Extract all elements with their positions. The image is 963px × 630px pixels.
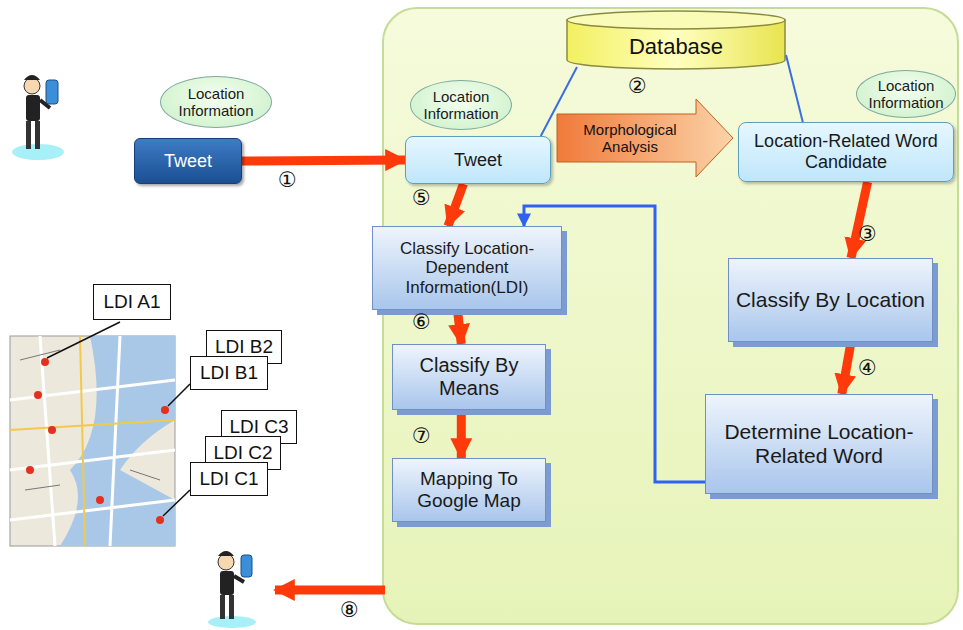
info-ellipse: Location Information	[160, 76, 272, 128]
info-ellipse: Location Information	[410, 80, 512, 130]
process-box: Determine Location-Related Word	[705, 394, 933, 494]
node-text: LDI B2	[215, 336, 273, 358]
callout-number: ③	[858, 222, 877, 246]
node-text: Mapping To Google Map	[399, 468, 539, 512]
callout-number: ②	[628, 74, 647, 98]
node-text: Morphological Analysis	[560, 121, 700, 156]
connector	[457, 410, 466, 458]
node-text: Tweet	[164, 151, 212, 172]
user-figure	[12, 75, 64, 160]
callout-number: ④	[858, 356, 877, 380]
connector	[448, 184, 463, 226]
callout-number: ⑦	[412, 424, 431, 448]
connector	[242, 160, 405, 161]
callout-box: LDI A1	[93, 284, 171, 320]
node-text: Location Information	[169, 85, 263, 120]
system-panel	[383, 8, 958, 624]
callout-box: LDI C1	[190, 462, 268, 496]
user-figure	[208, 551, 256, 628]
process-arrow: Morphological Analysis	[556, 98, 734, 178]
connector	[786, 55, 803, 122]
process-box: Location-Related Word Candidate	[738, 122, 954, 182]
process-box: Classify Location-Dependent Information(…	[372, 226, 562, 310]
tweet-box: Tweet	[405, 136, 551, 184]
callout-number: ⑥	[412, 310, 431, 334]
leader-line	[47, 322, 190, 516]
node-text: Location Information	[419, 88, 503, 123]
info-ellipse: Location Information	[856, 70, 956, 118]
node-text: Tweet	[454, 150, 502, 171]
callout-box: LDI B1	[190, 356, 268, 390]
process-box: Mapping To Google Map	[392, 458, 546, 522]
process-box: Classify By Means	[392, 344, 546, 410]
node-text: LDI C2	[213, 442, 272, 464]
node-text: LDI A1	[103, 291, 160, 313]
callout-number: ⑤	[412, 186, 431, 210]
node-text: Classify By Location	[736, 288, 925, 312]
connector	[842, 342, 851, 394]
connector	[851, 182, 868, 258]
node-text: Classify By Means	[399, 354, 539, 400]
node-text: LDI B1	[200, 362, 258, 384]
node-text: Location Information	[865, 77, 947, 112]
node-text: Database	[629, 34, 723, 59]
node-text: LDI C3	[229, 416, 288, 438]
callout-number: ⑧	[340, 598, 359, 622]
node-text: LDI C1	[199, 468, 258, 490]
node-text: Determine Location-Related Word	[712, 420, 926, 468]
database-cylinder: Database	[566, 10, 786, 70]
tweet-box: Tweet	[134, 138, 242, 184]
node-text: Classify Location-Dependent Information(…	[379, 239, 555, 298]
connector	[458, 310, 462, 344]
map-image	[10, 336, 175, 546]
node-text: Location-Related Word Candidate	[745, 131, 947, 172]
output-arrow	[275, 586, 385, 595]
callout-number: ①	[278, 168, 297, 192]
process-box: Classify By Location	[728, 258, 933, 342]
